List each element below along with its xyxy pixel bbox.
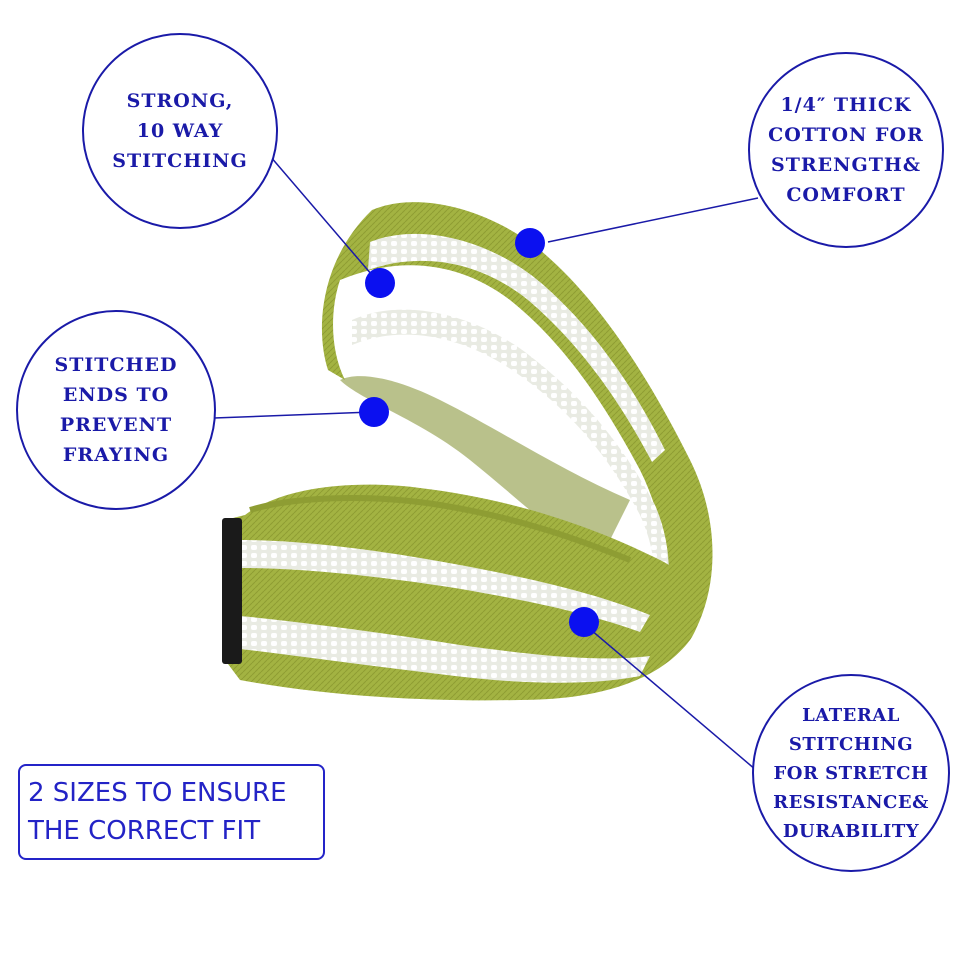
callout-stitching-text: STRONG, 10 WAY STITCHING [112, 90, 248, 172]
strap-inner-shadow [340, 376, 630, 560]
stitching-indicator-dot [365, 268, 395, 298]
callout-stitching: STRONG, 10 WAY STITCHING [82, 33, 278, 229]
lateral-indicator-dot [569, 607, 599, 637]
callout-lateral: LATERAL STITCHING FOR STRETCH RESISTANCE… [752, 674, 950, 872]
cotton-indicator-dot [515, 228, 545, 258]
callout-ends: STITCHED ENDS TO PREVENT FRAYING [16, 310, 216, 510]
callout-cotton-text: 1/4″ THICK COTTON FOR STRENGTH& COMFORT [768, 94, 924, 206]
sizes-note-text: 2 SIZES TO ENSURE THE CORRECT FIT [28, 778, 287, 846]
leader-lines [213, 155, 759, 771]
ends-indicator-dot [359, 397, 389, 427]
callout-cotton: 1/4″ THICK COTTON FOR STRENGTH& COMFORT [748, 52, 944, 248]
sizes-note-box: 2 SIZES TO ENSURE THE CORRECT FIT [18, 764, 325, 860]
callout-ends-text: STITCHED ENDS TO PREVENT FRAYING [54, 354, 178, 466]
strap-lower-band [222, 484, 700, 701]
callout-lateral-text: LATERAL STITCHING FOR STRETCH RESISTANCE… [773, 704, 929, 842]
